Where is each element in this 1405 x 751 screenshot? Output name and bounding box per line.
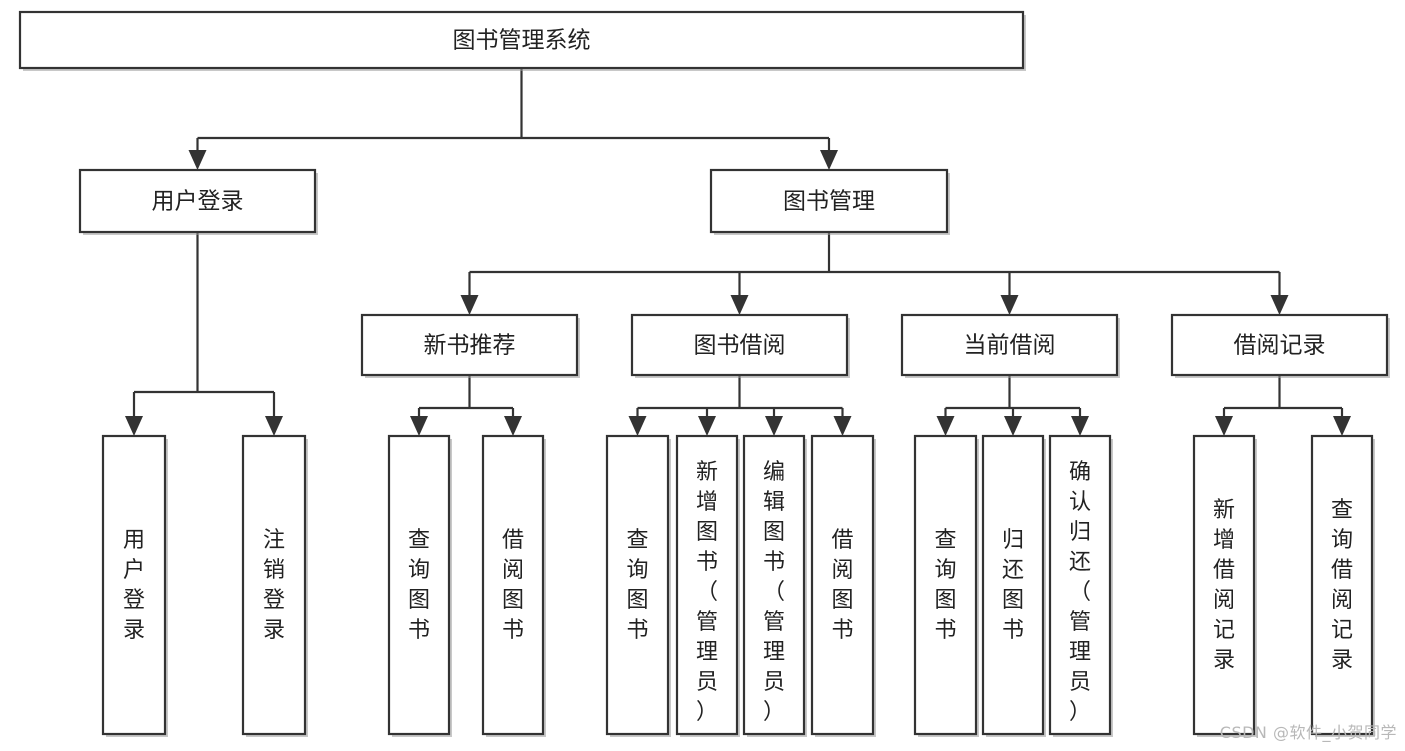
- node-label: 查询借阅记录: [1331, 498, 1353, 673]
- node-leaf-query-book-current[interactable]: 查询图书: [913, 434, 979, 737]
- arrow-head-icon: [460, 295, 479, 315]
- arrow-head-icon: [188, 150, 207, 170]
- node-label: 借阅图书: [831, 528, 853, 643]
- node-label: 新增图书（管理员）: [696, 460, 718, 725]
- node-label: 确认归还（管理员）: [1069, 460, 1091, 725]
- arrow-head-icon: [1004, 416, 1022, 436]
- node-leaf-query-book-borrow[interactable]: 查询图书: [605, 434, 671, 737]
- node-leaf-add-book-admin[interactable]: 新增图书（管理员）: [675, 434, 740, 737]
- node-label: 借阅记录: [1234, 333, 1326, 359]
- node-leaf-query-book-rec[interactable]: 查询图书: [387, 434, 452, 737]
- node-borrow-record[interactable]: 借阅记录: [1170, 313, 1390, 378]
- node-leaf-query-borrow-record[interactable]: 查询借阅记录: [1310, 434, 1375, 737]
- node-leaf-user-logout[interactable]: 注销登录: [241, 434, 308, 737]
- node-label: 用户登录: [123, 528, 145, 643]
- node-leaf-borrow-book[interactable]: 借阅图书: [810, 434, 876, 737]
- node-book-borrow[interactable]: 图书借阅: [630, 313, 850, 378]
- arrow-head-icon: [125, 416, 143, 436]
- node-leaf-return-book[interactable]: 归还图书: [981, 434, 1046, 737]
- node-user-login[interactable]: 用户登录: [78, 168, 318, 235]
- arrow-head-icon: [1000, 295, 1019, 315]
- arrow-head-icon: [820, 150, 838, 170]
- node-label: 新增借阅记录: [1213, 498, 1235, 673]
- arrow-head-icon: [504, 416, 522, 436]
- arrow-head-icon: [1215, 416, 1233, 436]
- node-label: 归还图书: [1002, 528, 1024, 643]
- node-label: 借阅图书: [502, 528, 524, 643]
- node-label: 图书管理: [783, 189, 875, 215]
- node-leaf-confirm-return-admin[interactable]: 确认归还（管理员）: [1048, 434, 1113, 737]
- node-label: 新书推荐: [424, 333, 516, 359]
- arrow-head-icon: [936, 416, 955, 436]
- node-label: 图书借阅: [694, 333, 786, 359]
- arrow-head-icon: [1270, 295, 1289, 315]
- node-label: 用户登录: [152, 189, 244, 215]
- node-current-borrow[interactable]: 当前借阅: [900, 313, 1120, 378]
- node-label: 查询图书: [408, 528, 430, 643]
- node-label: 图书管理系统: [453, 28, 591, 54]
- arrow-head-icon: [410, 416, 428, 436]
- node-new-book-recommend[interactable]: 新书推荐: [360, 313, 580, 378]
- arrow-head-icon: [698, 416, 716, 436]
- node-label: 注销登录: [263, 528, 285, 643]
- node-layer: 图书管理系统用户登录图书管理新书推荐图书借阅当前借阅借阅记录用户登录注销登录查询…: [18, 10, 1390, 737]
- node-book-manage[interactable]: 图书管理: [709, 168, 950, 235]
- node-leaf-edit-book-admin[interactable]: 编辑图书（管理员）: [742, 434, 807, 737]
- arrow-head-icon: [833, 416, 852, 436]
- arrow-head-icon: [628, 416, 647, 436]
- node-leaf-add-borrow-record[interactable]: 新增借阅记录: [1192, 434, 1257, 737]
- arrow-head-icon: [765, 416, 783, 436]
- arrow-head-icon: [265, 416, 283, 436]
- node-label: 查询图书: [626, 528, 648, 643]
- node-label: 当前借阅: [964, 333, 1056, 359]
- node-label: 编辑图书（管理员）: [763, 460, 785, 725]
- node-leaf-borrow-book-rec[interactable]: 借阅图书: [481, 434, 546, 737]
- arrow-head-icon: [1333, 416, 1351, 436]
- node-leaf-user-login[interactable]: 用户登录: [101, 434, 168, 737]
- arrow-head-icon: [730, 295, 749, 315]
- node-root[interactable]: 图书管理系统: [18, 10, 1026, 71]
- connector-layer: [125, 68, 1351, 436]
- arrow-head-icon: [1071, 416, 1089, 436]
- node-label: 查询图书: [934, 528, 956, 643]
